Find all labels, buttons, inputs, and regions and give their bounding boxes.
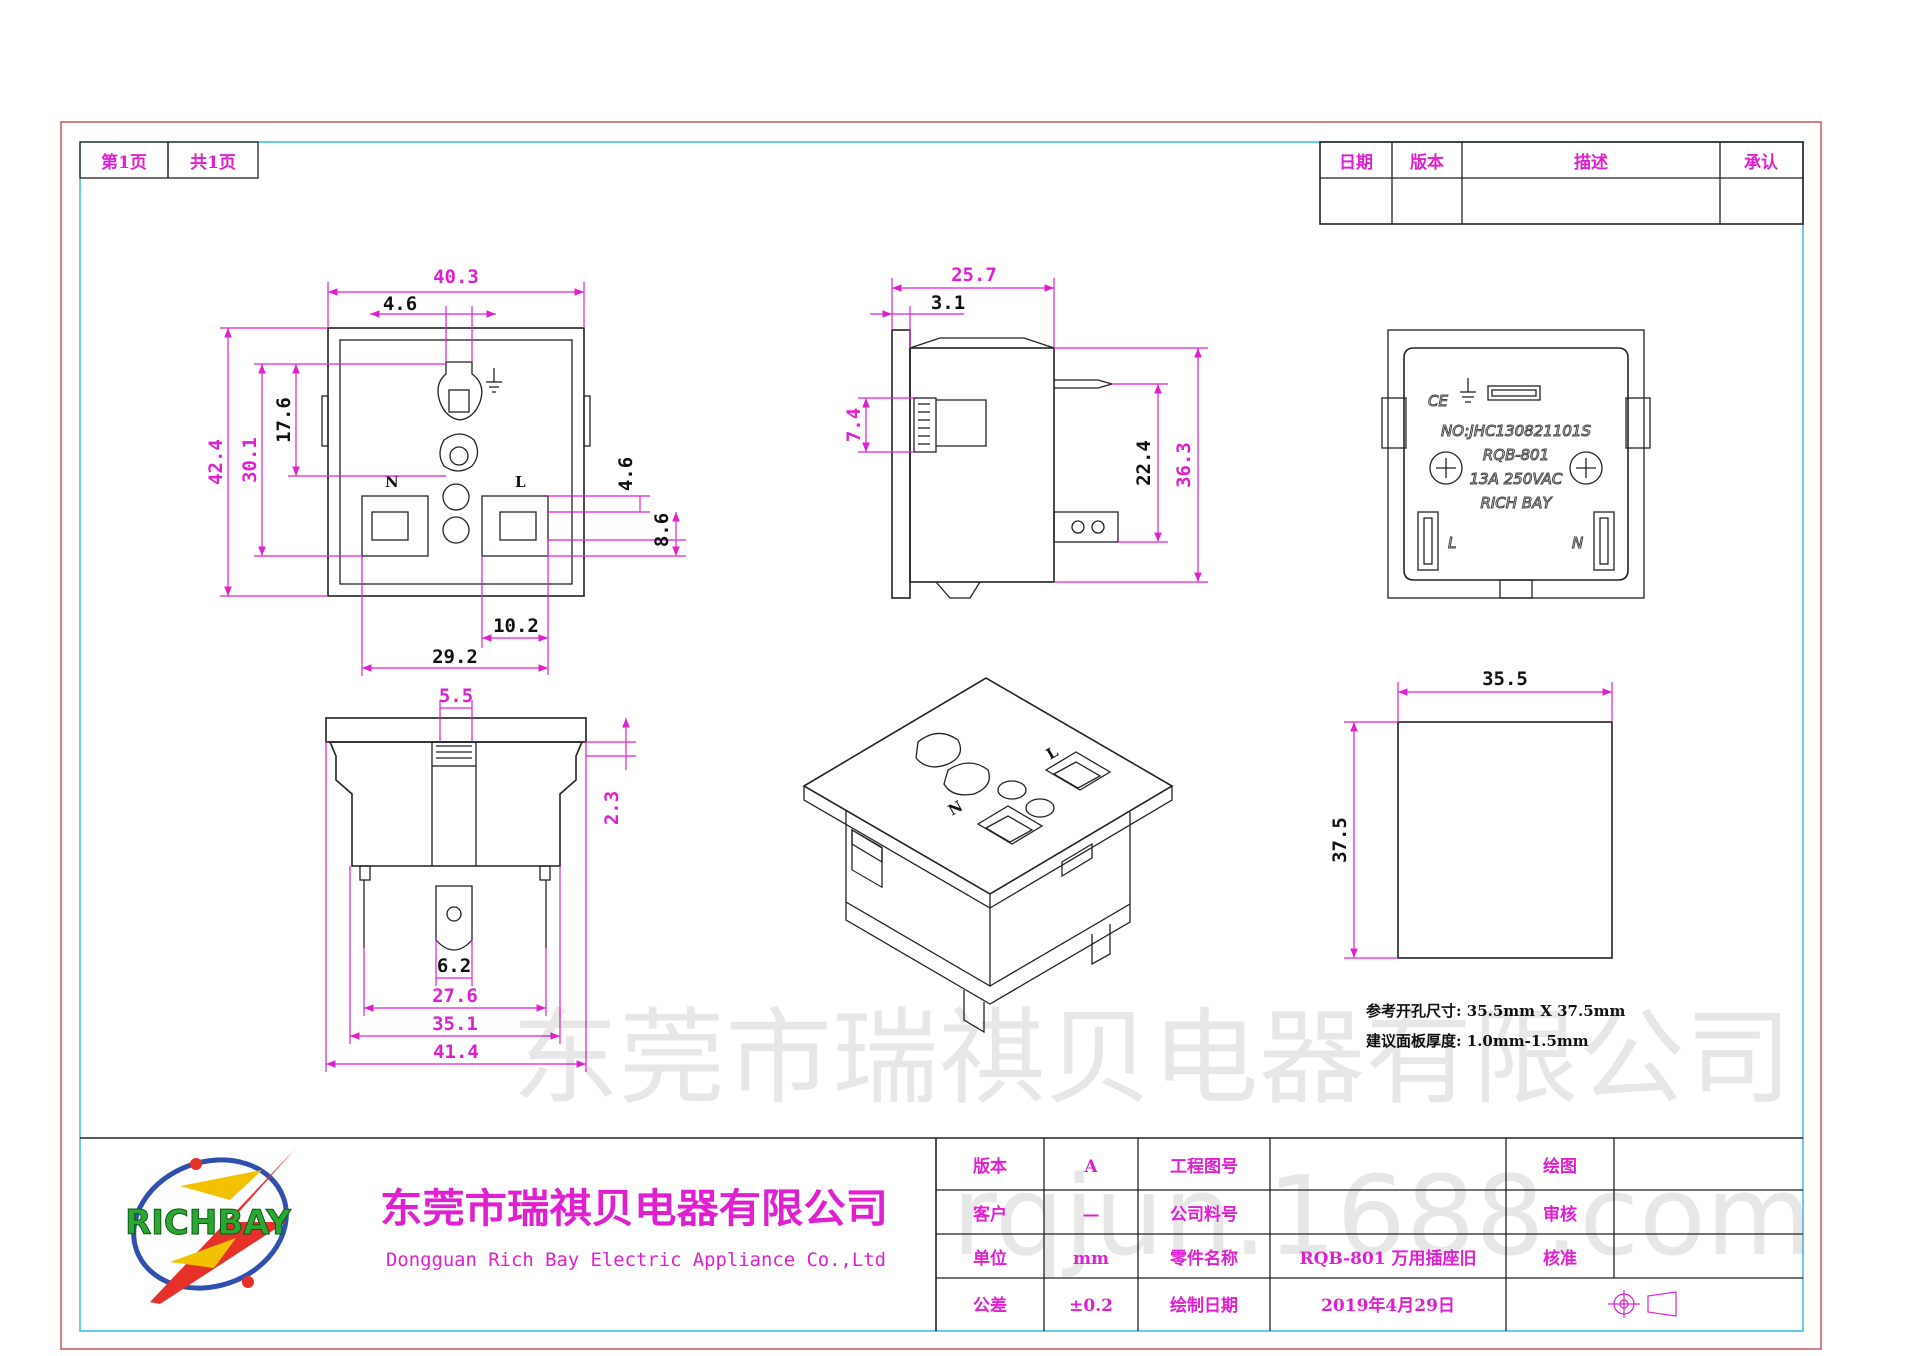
bottom-view: 5.5 2.3 6.2 27.6 35.1 41.4 [325, 685, 636, 1072]
draw-label: 绘图 [1543, 1156, 1577, 1177]
back-view: CE NO:JHC130821101S RQB-801 13A 250VAC R… [1381, 329, 1651, 599]
company-logo: RICHBAY [125, 1148, 296, 1304]
tolerance-value: ±0.2 [1069, 1296, 1113, 1316]
dim-cutout-height: 37.5 [1329, 817, 1351, 863]
dim-bottom-pins: 27.6 [432, 985, 478, 1007]
neutral-socket [361, 495, 429, 557]
panel-cutout: 35.5 37.5 [1329, 668, 1613, 959]
part-name-label: 零件名称 [1169, 1248, 1238, 1269]
rev-description-header: 描述 [1574, 152, 1608, 173]
unit-value: mm [1073, 1249, 1109, 1269]
part-name-value: RQB-801 万用插座旧 [1299, 1248, 1476, 1269]
dim-front-height: 42.4 [205, 439, 227, 485]
dim-side-flange: 3.1 [931, 292, 965, 314]
page-indicator: 第1页 共1页 [79, 141, 259, 179]
back-model: RQB-801 [1483, 446, 1549, 464]
cutout-rectangle [1397, 721, 1613, 959]
dim-bottom-body: 35.1 [432, 1013, 478, 1035]
right-screw-icon [1569, 451, 1603, 485]
version-value: A [1083, 1157, 1098, 1177]
back-certificate-no: NO:JHC130821101S [1441, 422, 1591, 440]
dim-bottom-flange: 2.3 [601, 791, 623, 825]
front-label-n: N [385, 473, 399, 491]
dim-pin-height: 8.6 [651, 513, 673, 547]
outer-border [60, 121, 1822, 1350]
dim-pin-gap: 4.6 [615, 457, 637, 491]
title-block: RICHBAY 东莞市瑞祺贝电器有限公司 Dongguan Rich Bay E… [80, 1137, 1803, 1331]
approve-label: 核准 [1543, 1248, 1577, 1269]
note-cutout-size: 参考开孔尺寸: 35.5mm X 37.5mm [1366, 1002, 1626, 1020]
back-brand: RICH BAY [1480, 494, 1553, 512]
watermark-site: rqjun.1688.com [952, 1152, 1812, 1280]
bottom-center-pin [435, 885, 473, 951]
iso-label-l: L [1043, 742, 1062, 763]
page-total: 共1页 [190, 153, 236, 173]
drawing-no-label: 工程图号 [1170, 1157, 1238, 1177]
company-part-label: 公司料号 [1170, 1204, 1238, 1225]
dim-side-clip: 7.4 [843, 408, 865, 442]
iso-label-n: N [945, 797, 966, 820]
dim-front-width: 40.3 [433, 266, 479, 288]
side-ground-pin [1054, 379, 1115, 389]
dim-bottom-pin-width: 6.2 [437, 955, 471, 977]
rev-approve-header: 承认 [1744, 152, 1779, 173]
side-pin [1053, 511, 1119, 543]
isometric-view: L N [802, 677, 1174, 1034]
dim-bottom-clip: 5.5 [439, 685, 473, 707]
iso-ground-hole [915, 732, 962, 768]
version-label: 版本 [973, 1156, 1007, 1177]
left-screw-icon [1429, 451, 1463, 485]
dim-bottom-total: 41.4 [433, 1041, 479, 1063]
back-label-l: L [1448, 534, 1456, 552]
back-label-n: N [1572, 534, 1583, 552]
front-outline [327, 327, 585, 597]
company-name-cn: 东莞市瑞祺贝电器有限公司 [380, 1185, 888, 1232]
ground-hole [437, 361, 483, 421]
back-ce-mark: CE [1428, 392, 1448, 410]
dim-side-pin-length: 22.4 [1133, 440, 1155, 486]
dim-cutout-width: 35.5 [1482, 668, 1528, 690]
customer-value: — [1083, 1205, 1100, 1225]
watermark-company: 东莞市瑞祺贝电器有限公司 [512, 997, 1792, 1119]
back-rating: 13A 250VAC [1470, 470, 1563, 488]
live-socket [481, 495, 549, 557]
company-name-en: Dongguan Rich Bay Electric Appliance Co.… [386, 1249, 886, 1271]
front-view: N L 40.3 4.6 42.4 30.1 17.6 4.6 8.6 10.2… [205, 266, 686, 676]
dim-side-body-height: 36.3 [1173, 442, 1195, 488]
review-label: 审核 [1543, 1204, 1577, 1225]
dim-front-inner-height: 30.1 [239, 437, 261, 483]
logo-text: RICHBAY [125, 1203, 291, 1243]
dim-pin-width: 10.2 [493, 615, 539, 637]
dim-ground-height: 17.6 [273, 397, 295, 443]
dim-side-depth: 25.7 [951, 264, 997, 286]
dim-ground-offset: 4.6 [383, 293, 417, 315]
note-panel-thickness: 建议面板厚度: 1.0mm-1.5mm [1366, 1032, 1589, 1050]
revision-table: 日期 版本 描述 承认 [1319, 141, 1804, 225]
side-view: 25.7 3.1 7.4 22.4 36.3 [843, 264, 1208, 599]
rev-date-header: 日期 [1339, 153, 1373, 173]
front-label-l: L [515, 473, 526, 491]
unit-label: 单位 [973, 1248, 1007, 1269]
inner-border [79, 141, 1804, 1332]
projection-symbol-icon [1608, 1290, 1677, 1318]
date-label: 绘制日期 [1170, 1295, 1238, 1316]
tolerance-label: 公差 [973, 1295, 1007, 1316]
customer-label: 客户 [972, 1204, 1007, 1225]
dim-pin-span: 29.2 [432, 646, 478, 668]
page-number: 第1页 [101, 152, 147, 173]
date-value: 2019年4月29日 [1321, 1295, 1455, 1316]
rev-version-header: 版本 [1410, 152, 1444, 173]
